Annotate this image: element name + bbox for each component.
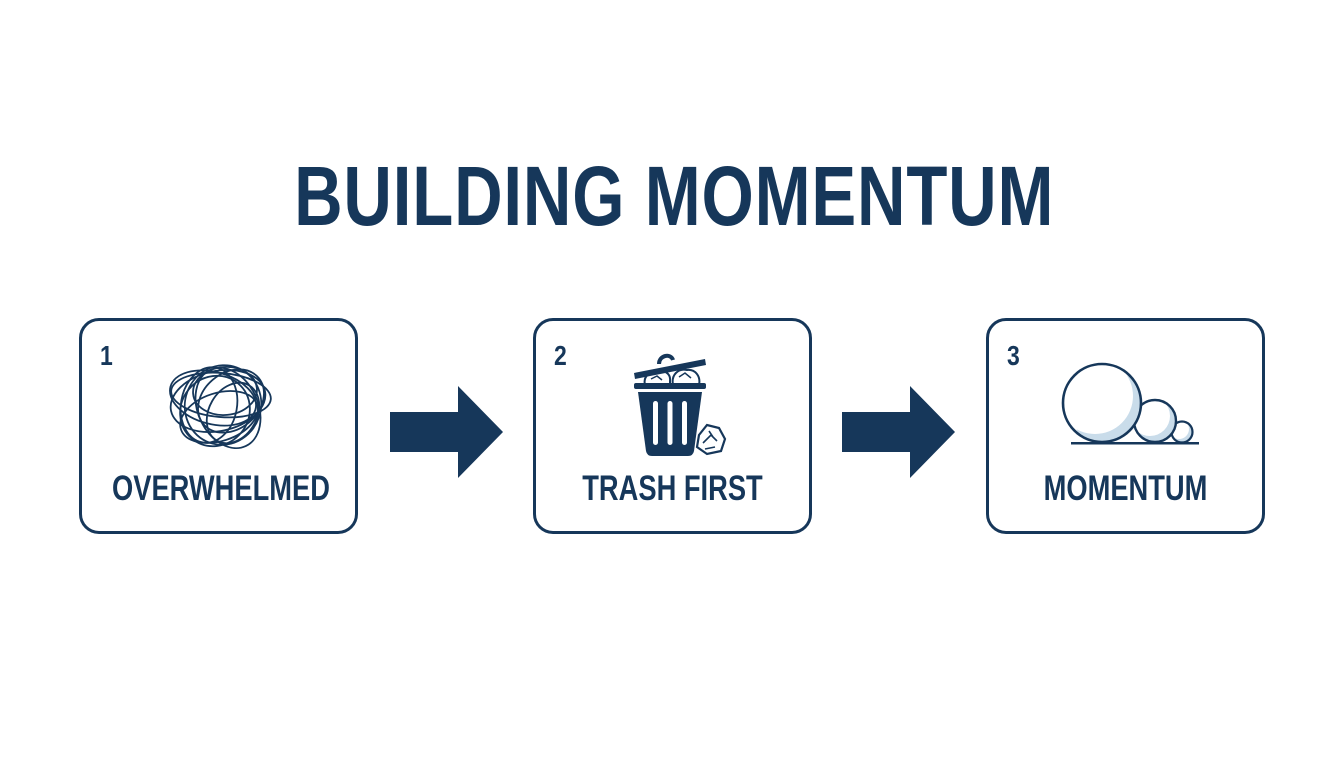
step-number: 3 — [1007, 340, 1020, 371]
step-number: 2 — [554, 340, 567, 371]
step-card-3: 3 MOMENTUM — [986, 318, 1265, 534]
step-label: OVERWHELMED — [112, 469, 330, 508]
step-card-1: 1 OVERWHELMED — [79, 318, 358, 534]
arrow-right-icon — [842, 386, 955, 478]
step-label: TRASH FIRST — [582, 469, 763, 508]
step-card-2: 2 TRASH FIRST — [533, 318, 812, 534]
trash-can-icon — [634, 353, 727, 456]
step-label: MOMENTUM — [1043, 469, 1208, 508]
step-number: 1 — [100, 340, 113, 371]
arrow-right-icon — [390, 386, 503, 478]
tangled-scribble-icon — [169, 364, 272, 450]
diagram-title: BUILDING MOMENTUM — [294, 149, 1055, 243]
snowballs-icon — [1061, 362, 1199, 445]
